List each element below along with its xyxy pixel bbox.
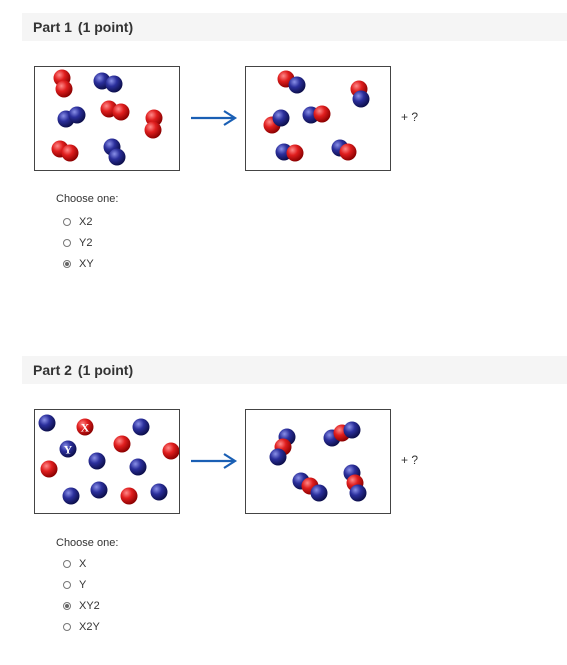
radio-selected-icon[interactable]	[63, 602, 71, 610]
part2-reactants-box: X Y	[34, 409, 180, 514]
part1-reactants-box	[34, 66, 180, 171]
part2-products-box	[245, 409, 391, 514]
part1-plus-unknown: + ?	[401, 110, 419, 124]
part2-reactants-atoms: X Y	[38, 414, 179, 505]
part1-header: Part 1 (1 point)	[22, 13, 567, 41]
part1-title-text: Part 1	[33, 19, 72, 35]
radio-icon[interactable]	[63, 581, 71, 589]
radio-icon[interactable]	[63, 218, 71, 226]
part2-title-text: Part 2	[33, 362, 72, 378]
atom-y-label: Y	[64, 443, 73, 457]
radio-selected-icon[interactable]	[63, 260, 71, 268]
part1-products-molecules	[263, 70, 370, 162]
part1-option-x2[interactable]: X2	[63, 215, 92, 229]
part2-reaction-arrow	[191, 453, 238, 469]
option-label: Y	[79, 579, 87, 591]
part2-option-x[interactable]: X	[63, 557, 86, 571]
part1-points: (1 point)	[77, 19, 134, 35]
radio-icon[interactable]	[63, 560, 71, 568]
atom-x-label: X	[81, 421, 90, 435]
part2-option-xy2[interactable]: XY2	[63, 599, 100, 613]
part1-products-box	[245, 66, 391, 171]
part1-reactants-molecules	[51, 69, 163, 166]
option-label: XY2	[79, 600, 100, 612]
radio-icon[interactable]	[63, 623, 71, 631]
part2-header: Part 2 (1 point)	[22, 356, 567, 384]
part2-choose-label: Choose one:	[56, 537, 119, 549]
part1-title: Part 1 (1 point)	[33, 19, 133, 35]
part2-option-x2y[interactable]: X2Y	[63, 620, 100, 634]
part2-products-molecules	[269, 421, 367, 502]
radio-icon[interactable]	[63, 239, 71, 247]
part2-plus-unknown: + ?	[401, 453, 419, 467]
part1-reaction-arrow	[191, 110, 238, 126]
part1-choose-label: Choose one:	[56, 193, 119, 205]
option-label: X2	[79, 216, 93, 228]
option-label: X2Y	[79, 621, 100, 633]
part2-option-y[interactable]: Y	[63, 578, 86, 592]
option-label: Y2	[79, 237, 93, 249]
part2-points: (1 point)	[77, 362, 134, 378]
part1-option-y2[interactable]: Y2	[63, 236, 92, 250]
option-label: XY	[79, 258, 94, 270]
part2-title: Part 2 (1 point)	[33, 362, 133, 378]
part1-option-xy[interactable]: XY	[63, 257, 94, 271]
option-label: X	[79, 558, 87, 570]
